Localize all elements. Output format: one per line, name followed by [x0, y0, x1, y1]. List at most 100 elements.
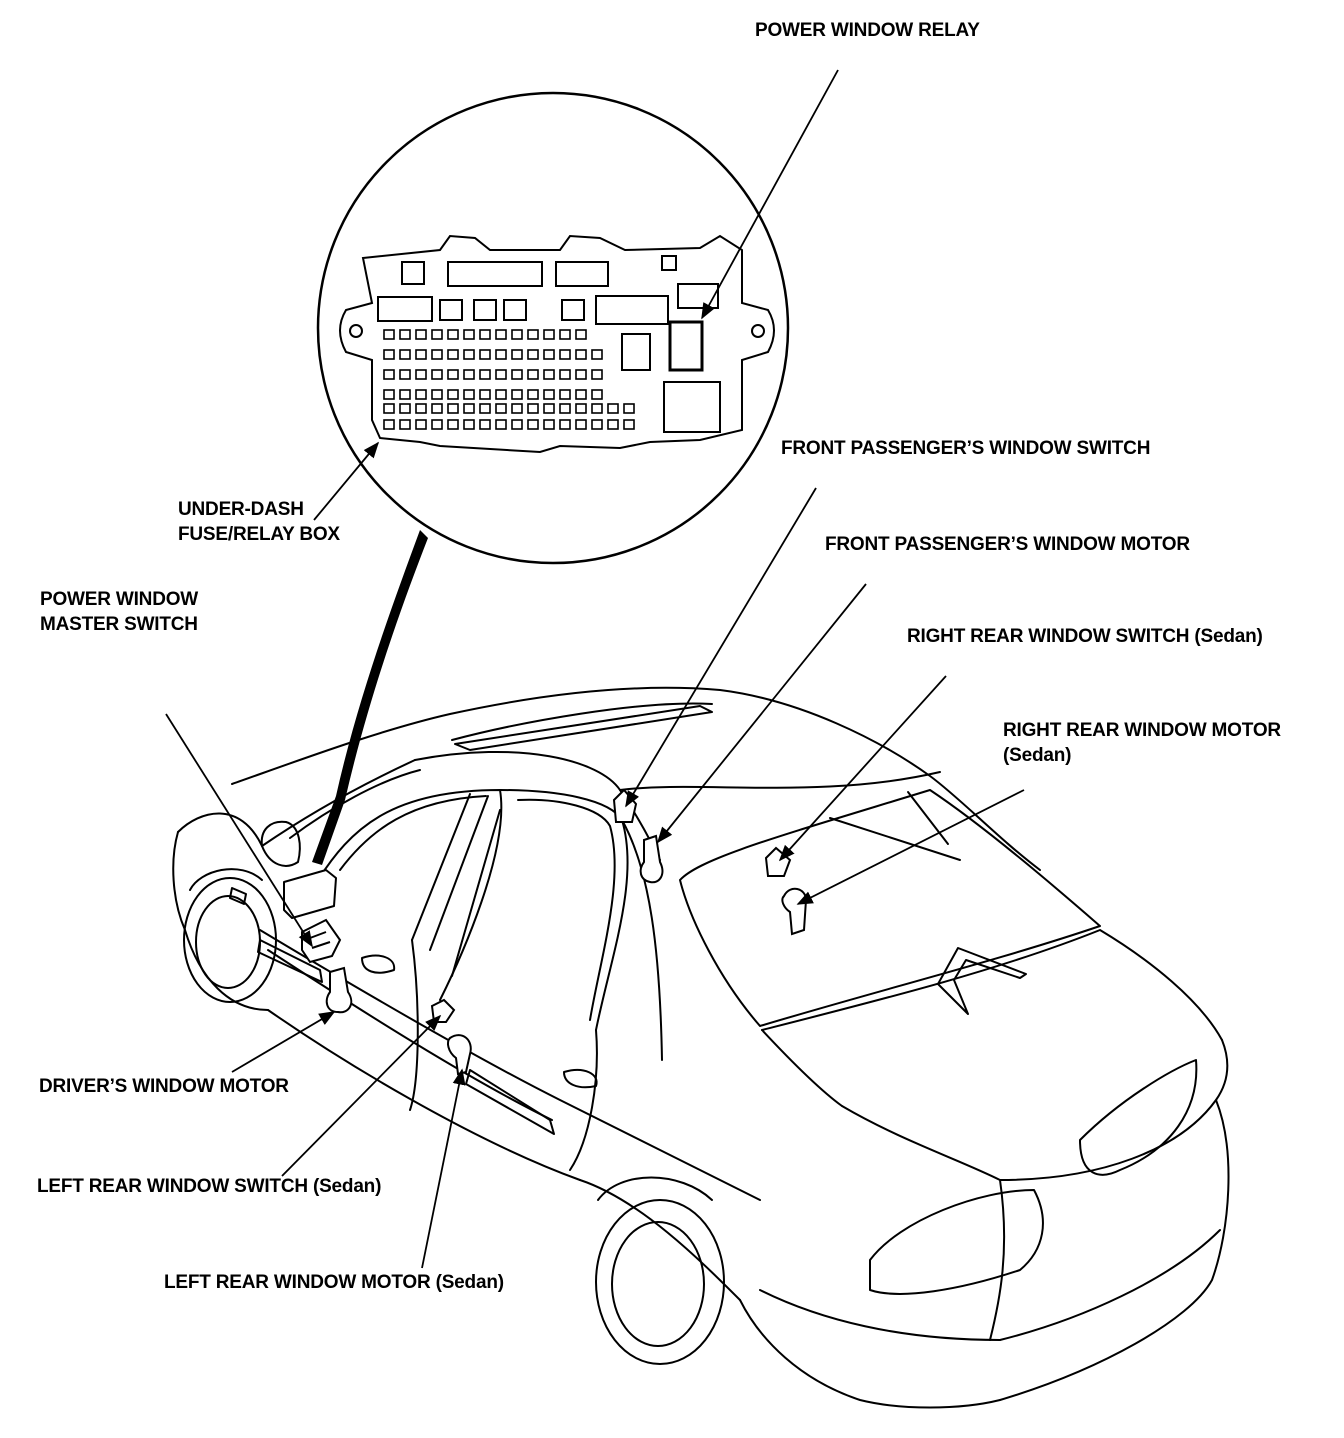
fuse-slot — [447, 419, 459, 430]
fuse-slot — [575, 389, 587, 400]
fuse-slot — [495, 389, 507, 400]
fuse-slot — [431, 349, 443, 360]
master-switch-part — [301, 918, 342, 964]
fuse-slot — [383, 369, 395, 380]
fuse-slot — [399, 403, 411, 414]
fuse-slot — [559, 419, 571, 430]
fuse-slot — [447, 329, 459, 340]
fuse-slot — [527, 349, 539, 360]
label-right-rear-window-motor: RIGHT REAR WINDOW MOTOR (Sedan) — [1003, 718, 1281, 768]
fuse-slot — [511, 403, 523, 414]
fuse-slot — [399, 419, 411, 430]
fuse-slot — [575, 403, 587, 414]
front-passenger-motor-part — [639, 834, 664, 884]
label-power-window-master-switch: POWER WINDOW MASTER SWITCH — [40, 587, 198, 637]
fuse-slot — [415, 419, 427, 430]
fuse-slot — [495, 369, 507, 380]
fuse-slot — [559, 403, 571, 414]
fuse-slot — [479, 369, 491, 380]
label-master-switch-line1: POWER WINDOW — [40, 589, 199, 610]
fuse-box — [339, 234, 775, 454]
leader-lines — [165, 69, 1025, 1269]
fuse-slot — [559, 329, 571, 340]
fuse-slot — [543, 329, 555, 340]
fuse-slot — [431, 403, 443, 414]
fuse-slot — [511, 389, 523, 400]
fuse-grid — [383, 329, 635, 430]
fuse-slot — [479, 389, 491, 400]
fuse-slot — [479, 419, 491, 430]
fuse-slot — [511, 419, 523, 430]
label-drivers-window-motor: DRIVER’S WINDOW MOTOR — [39, 1076, 289, 1097]
fuse-slot — [575, 349, 587, 360]
fuse-slot — [591, 389, 603, 400]
fuse-slot — [591, 369, 603, 380]
label-front-passenger-window-switch: FRONT PASSENGER’S WINDOW SWITCH — [781, 438, 1151, 459]
label-left-rear-window-switch: LEFT REAR WINDOW SWITCH (Sedan) — [37, 1176, 382, 1197]
fuse-slot — [527, 329, 539, 340]
fuse-slot — [447, 389, 459, 400]
fuse-slot — [607, 419, 619, 430]
fuse-slot — [495, 403, 507, 414]
driver-motor-part — [325, 966, 353, 1014]
fuse-slot — [527, 403, 539, 414]
fuse-slot — [527, 389, 539, 400]
label-left-rear-window-motor: LEFT REAR WINDOW MOTOR (Sedan) — [164, 1272, 504, 1293]
fuse-slot — [559, 389, 571, 400]
left-rear-switch-part — [430, 998, 456, 1023]
fuse-slot — [575, 329, 587, 340]
fuse-slot — [543, 419, 555, 430]
fuse-slot — [463, 389, 475, 400]
fuse-slot — [495, 329, 507, 340]
fuse-slot — [447, 403, 459, 414]
fuse-slot — [415, 329, 427, 340]
fuse-slot — [415, 389, 427, 400]
label-master-switch-line2: MASTER SWITCH — [40, 614, 198, 635]
label-under-dash-fuse-relay-box: UNDER-DASH FUSE/RELAY BOX — [178, 497, 340, 547]
label-under-dash-line2: FUSE/RELAY BOX — [178, 524, 340, 545]
fuse-slot — [415, 403, 427, 414]
fuse-slot — [511, 369, 523, 380]
fuse-slot — [399, 329, 411, 340]
label-under-dash-line1: UNDER-DASH — [178, 499, 304, 520]
zoom-circle — [316, 91, 790, 565]
fuse-slot — [591, 419, 603, 430]
zoom-connector — [312, 530, 428, 865]
fuse-slot — [559, 349, 571, 360]
right-rear-motor-part — [781, 887, 808, 936]
label-right-rear-motor-line2: (Sedan) — [1003, 745, 1072, 766]
fuse-slot — [479, 329, 491, 340]
fuse-slot — [447, 369, 459, 380]
fuse-slot — [575, 419, 587, 430]
fuse-slot — [399, 369, 411, 380]
label-right-rear-motor-line1: RIGHT REAR WINDOW MOTOR — [1003, 720, 1281, 741]
fuse-slot — [463, 403, 475, 414]
fuse-slot — [543, 389, 555, 400]
fuse-slot — [511, 349, 523, 360]
fuse-slot — [607, 403, 619, 414]
fuse-slot — [431, 389, 443, 400]
fuse-slot — [463, 419, 475, 430]
fuse-slot — [543, 349, 555, 360]
fuse-slot — [415, 369, 427, 380]
fuse-slot — [447, 349, 459, 360]
fuse-slot — [431, 329, 443, 340]
fuse-slot — [415, 349, 427, 360]
fuse-slot — [383, 403, 395, 414]
fuse-slot — [463, 349, 475, 360]
fuse-slot — [495, 349, 507, 360]
fuse-slot — [575, 369, 587, 380]
label-right-rear-window-switch: RIGHT REAR WINDOW SWITCH (Sedan) — [907, 626, 1263, 647]
fuse-slot — [463, 329, 475, 340]
fuse-slot — [527, 369, 539, 380]
fuse-slot — [399, 389, 411, 400]
fuse-slot — [543, 369, 555, 380]
fuse-slot — [527, 419, 539, 430]
fuse-slot — [511, 329, 523, 340]
left-rear-motor-part — [447, 1034, 472, 1076]
fuse-slot — [479, 403, 491, 414]
fuse-slot — [559, 369, 571, 380]
fuse-slot — [431, 419, 443, 430]
